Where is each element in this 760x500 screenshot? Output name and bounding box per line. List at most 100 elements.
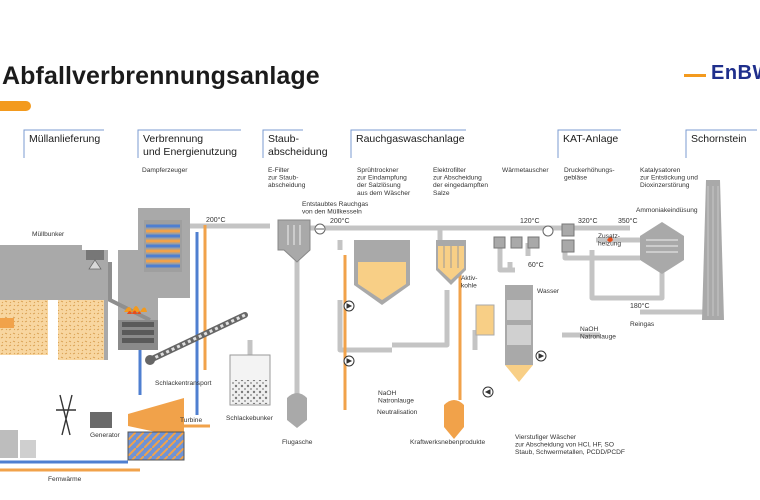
text-line: Salze	[433, 190, 450, 197]
text-line: Wasser	[537, 288, 560, 295]
text-line: Katalysatoren	[640, 167, 681, 174]
dampferzeuger	[108, 208, 190, 350]
spruehtrockner	[354, 240, 410, 305]
text-line: von den Müllkesseln	[302, 209, 362, 216]
label-fernwaerme: Fernwärme	[48, 476, 82, 483]
text-line: E-Filter	[268, 167, 290, 174]
section-rauchgaswaschanlage: Rauchgaswaschanlage	[356, 133, 465, 145]
enbw-logo: EnBW	[684, 62, 760, 88]
text-line: KAT-Anlage	[563, 133, 618, 145]
text-line: aus dem Wäscher	[357, 190, 411, 197]
label-flugasche: Flugasche	[282, 439, 313, 446]
section-muellanlieferung: Müllanlieferung	[29, 133, 100, 145]
label-generator: Generator	[90, 432, 120, 439]
temp-200-boiler: 200°C	[206, 216, 226, 224]
text-line: heizung	[598, 241, 621, 248]
text-line: Schlackentransport	[155, 380, 212, 387]
text-line: Dioxinzerstörung	[640, 182, 690, 189]
text-line: zur Entstickung und	[640, 175, 698, 182]
label-kraftwerksneben: Kraftwerksnebenprodukte	[410, 439, 485, 446]
label-schlackentransport: Schlackentransport	[155, 380, 212, 387]
text-line: Müllanlieferung	[29, 133, 100, 145]
temp-200-entstaubt: 200°C	[330, 217, 350, 225]
logo-wordmark: EnBW	[711, 62, 760, 84]
text-line: der eingedampften	[433, 182, 488, 189]
label-druckerhoehung: Druckerhöhungs-gebläse	[564, 167, 615, 182]
schornstein	[702, 180, 724, 320]
text-line: Wärmetauscher	[502, 167, 549, 174]
text-line: zur Eindampfung	[357, 175, 407, 182]
text-line: Schornstein	[691, 133, 747, 145]
text-line: Neutralisation	[377, 409, 418, 416]
text-line: Schlackebunker	[226, 415, 274, 422]
text-line: Generator	[90, 432, 120, 439]
text-line: Turbine	[180, 417, 202, 424]
schlackebunker	[229, 354, 271, 406]
text-line: kohle	[461, 283, 477, 290]
label-reingas: Reingas	[630, 321, 655, 328]
text-line: der Salzlösung	[357, 182, 401, 189]
section-staubabscheidung: Staub-abscheidung	[268, 133, 328, 158]
kat-anlage	[561, 222, 684, 274]
label-waermetauscher: Wärmetauscher	[502, 167, 549, 174]
flugasche-silo	[287, 393, 307, 428]
text-line: gebläse	[564, 175, 587, 182]
temp-120: 120°C	[520, 217, 540, 225]
elektrofilter	[436, 240, 466, 285]
title-accent-bar	[0, 101, 31, 111]
label-neutralisation: Neutralisation	[377, 409, 418, 416]
logo-dash	[684, 74, 706, 77]
text-line: zur Staub-	[268, 175, 298, 182]
text-line: Staub-	[268, 133, 299, 145]
temp-60: 60°C	[528, 261, 544, 269]
waescher	[505, 285, 533, 382]
text-line: Reingas	[630, 321, 655, 328]
turbine-generator	[0, 394, 185, 461]
text-line: abscheidung	[268, 182, 306, 189]
kraftwerksnebenprodukte-silo	[444, 400, 464, 439]
muellbunker	[0, 245, 108, 360]
text-line: Dampferzeuger	[142, 167, 188, 174]
text-line: Flugasche	[282, 439, 313, 446]
label-wasser: Wasser	[537, 288, 560, 295]
temp-180: 180°C	[630, 302, 650, 310]
text-line: und Energienutzung	[143, 146, 237, 158]
label-ammoniak: Ammoniakeindüsung	[636, 207, 698, 214]
page-title: Abfallverbrennungsanlage	[2, 62, 320, 90]
text-line: Fernwärme	[48, 476, 82, 483]
section-kat-anlage: KAT-Anlage	[563, 133, 618, 145]
label-aktivkohle: Aktiv-kohle	[461, 275, 477, 290]
section-schornstein: Schornstein	[691, 133, 747, 145]
e-filter	[277, 219, 326, 263]
temp-320: 320°C	[578, 217, 598, 225]
text-line: Rauchgaswaschanlage	[356, 133, 465, 145]
text-line: Kraftwerksnebenprodukte	[410, 439, 485, 446]
pump-symbols	[343, 300, 547, 398]
label-turbine: Turbine	[180, 417, 202, 424]
text-line: Ammoniakeindüsung	[636, 207, 698, 214]
text-line: Aktiv-	[461, 275, 477, 282]
text-line: zur Abscheidung von HCl, HF, SO	[515, 442, 614, 449]
schlackentransport-conveyor	[145, 312, 248, 365]
label-zusatzheizung: Zusatz-heizung	[598, 233, 621, 248]
text-line: Müllbunker	[32, 231, 65, 238]
text-line: NaOH	[580, 326, 599, 333]
label-schlackebunker: Schlackebunker	[226, 415, 274, 422]
text-line: Druckerhöhungs-	[564, 167, 615, 174]
text-line: Sprühtrockner	[357, 167, 399, 174]
temperature-labels: 200°C 200°C 120°C 60°C 320°C 350°C 180°C	[206, 216, 650, 310]
section-header-lines	[23, 129, 757, 158]
text-line: Verbrennung	[143, 133, 203, 145]
label-muellbunker: Müllbunker	[32, 231, 65, 238]
